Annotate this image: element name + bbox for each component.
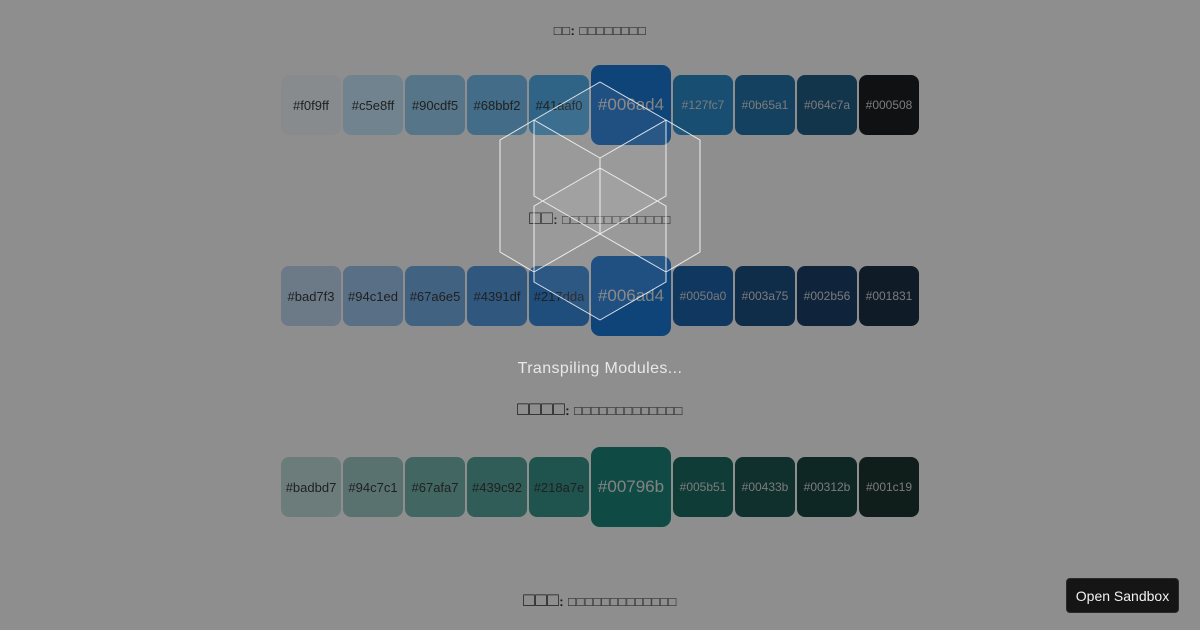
hexagon-loader-icon — [499, 81, 701, 321]
loading-status-text: Transpiling Modules... — [517, 360, 683, 377]
open-sandbox-button[interactable]: Open Sandbox — [1066, 578, 1179, 613]
